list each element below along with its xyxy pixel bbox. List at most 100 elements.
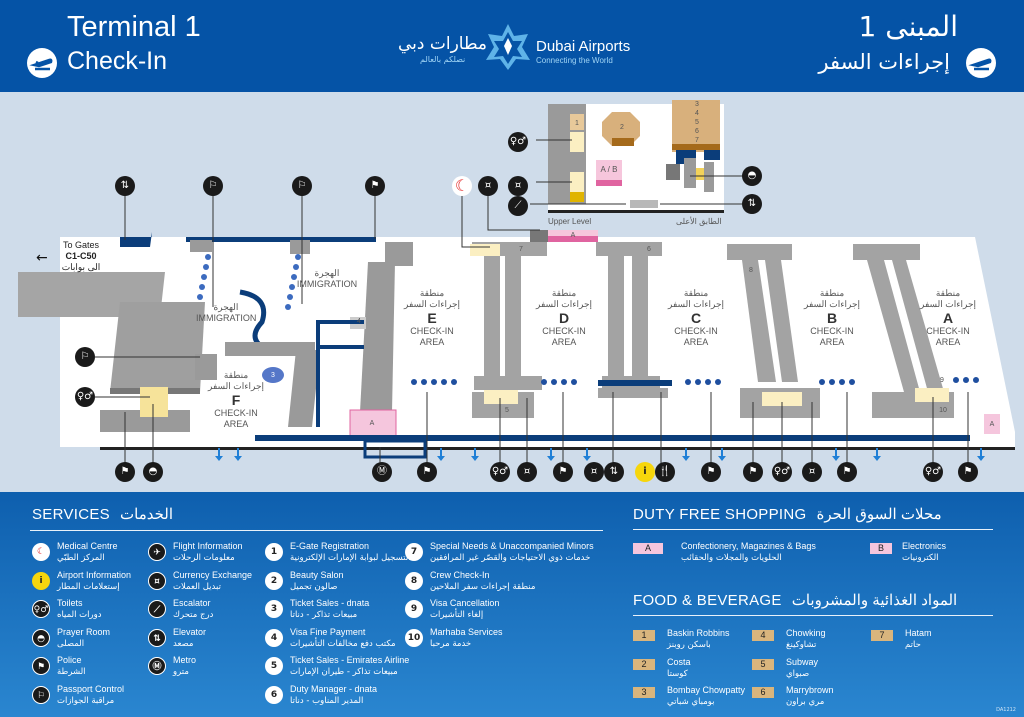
currency-exchange-icon[interactable]: ¤ — [584, 462, 604, 482]
service-label-en: Airport Information — [57, 569, 132, 580]
service-label-en: E-Gate Registration — [290, 541, 370, 551]
food-label-en: Costa — [667, 656, 691, 667]
service-number-7: 7 — [519, 246, 523, 253]
police-icon[interactable]: ⚑ — [743, 462, 763, 482]
number-1-icon: 1 — [265, 543, 283, 561]
service-label-en: Police — [57, 655, 82, 666]
map-code: DA1212 — [996, 707, 1016, 713]
to-gates-line2: C1-C50 — [65, 251, 97, 261]
toilets-icon[interactable]: ♀♂ — [508, 132, 528, 152]
passport-control-icon[interactable]: ⚐ — [75, 347, 95, 367]
currency-exchange-icon[interactable]: ¤ — [802, 462, 822, 482]
food-code: 5 — [752, 658, 774, 670]
food-number-2: 2 — [620, 124, 624, 131]
subtitle-en: Check-In — [67, 47, 168, 75]
police-icon[interactable]: ⚑ — [417, 462, 437, 482]
service-label-ar: مبيعات تذاكر - طيران الإمارات — [290, 667, 398, 678]
to-gates-sign[interactable]: To Gates C1-C50 الى بوابات — [46, 240, 116, 273]
police-icon[interactable]: ⚑ — [115, 462, 135, 482]
divider — [633, 615, 993, 616]
number-2-icon: 2 — [265, 571, 283, 590]
medical-centre-icon[interactable]: ☾ — [452, 176, 472, 196]
service-label-en: Ticket Sales - dnata — [290, 598, 370, 609]
service-label-ar: معلومات الرحلات — [173, 553, 235, 563]
number-10-icon: 10 — [405, 628, 423, 647]
restaurant-icon[interactable]: 🍴 — [655, 462, 675, 482]
escalator-icon[interactable]: ⟋ — [508, 196, 528, 216]
service-label-en: Prayer Room — [57, 626, 111, 637]
service-label-en: Special Needs & Unaccompanied Minors — [430, 541, 594, 551]
info-icon: i — [32, 571, 50, 590]
elevator-icon[interactable]: ⇅ — [115, 176, 135, 196]
shop-a-label: A — [369, 420, 375, 427]
terminal-map: Upper Level الطابق الأعلى A / B A A A 1 … — [0, 92, 1024, 492]
airport-information-icon[interactable]: i — [635, 462, 655, 482]
elevator-icon[interactable]: ⇅ — [742, 194, 762, 214]
header: Terminal 1 Check-In مطارات دبي نصلكم بال… — [0, 0, 1024, 92]
duty-free-item-a: A Confectionery, Magazines & Bags الحلوي… — [633, 540, 833, 566]
arrow-left-icon: ← — [36, 250, 48, 266]
service-number-5: 5 — [505, 407, 509, 414]
service-3-kiosk — [262, 367, 284, 383]
service-label-ar: درج متحرك — [173, 610, 214, 621]
currency-exchange-icon[interactable]: ¤ — [517, 462, 537, 482]
service-label-en: Currency Exchange — [173, 569, 253, 580]
police-icon[interactable]: ⚑ — [365, 176, 385, 196]
service-label-ar: التسجيل لبوابة الإمارات الإلكترونية — [290, 553, 411, 563]
toilets-icon[interactable]: ♀♂ — [490, 462, 510, 482]
service-label-ar: المركز الطبّي — [57, 553, 105, 563]
police-icon[interactable]: ⚑ — [701, 462, 721, 482]
prayer-room-icon[interactable]: ◓ — [742, 166, 762, 186]
food-code: 6 — [752, 687, 774, 699]
number-5-icon: 5 — [265, 657, 283, 676]
food-number-1: 1 — [575, 120, 579, 127]
food-label-en: Bombay Chowpatty — [667, 685, 746, 696]
elevator-icon[interactable]: ⇅ — [604, 462, 624, 482]
number-6-icon: 6 — [265, 686, 283, 704]
food-label-ar: حاتم — [905, 640, 921, 650]
to-gates-ar: الى بوابات — [61, 262, 101, 272]
title-en: Terminal 1 — [67, 11, 201, 43]
service-label-en: Duty Manager - dnata — [290, 684, 378, 694]
service-label-ar: دورات المياه — [57, 610, 102, 621]
number-8-icon: 8 — [405, 571, 423, 590]
food-outlet-2 — [602, 112, 640, 146]
service-label-en: Toilets — [57, 598, 83, 609]
departure-plane-icon — [966, 48, 996, 78]
passport-control-icon[interactable]: ⚐ — [203, 176, 223, 196]
map-floorplan — [18, 100, 1015, 464]
currency-exchange-icon[interactable]: ¤ — [478, 176, 498, 196]
toilets-icon[interactable]: ♀♂ — [75, 387, 95, 407]
food-outlets-3-7 — [672, 100, 720, 152]
toilets-icon[interactable]: ♀♂ — [923, 462, 943, 482]
service-label-ar: صالون تجميل — [290, 581, 338, 592]
food-code: 2 — [633, 658, 655, 670]
police-icon[interactable]: ⚑ — [837, 462, 857, 482]
police-icon[interactable]: ⚑ — [958, 462, 978, 482]
logo-tagline-ar: نصلكم بالعالم — [420, 55, 466, 64]
prayer-room-icon[interactable]: ◓ — [143, 462, 163, 482]
toilets-icon[interactable]: ♀♂ — [772, 462, 792, 482]
passport-control-icon[interactable]: ⚐ — [292, 176, 312, 196]
service-label-en: Elevator — [173, 626, 207, 637]
currency-exchange-icon[interactable]: ¤ — [508, 176, 528, 196]
duty-free-b — [984, 414, 1000, 434]
metro-icon[interactable]: Ⓜ — [372, 462, 392, 482]
police-icon[interactable]: ⚑ — [553, 462, 573, 482]
